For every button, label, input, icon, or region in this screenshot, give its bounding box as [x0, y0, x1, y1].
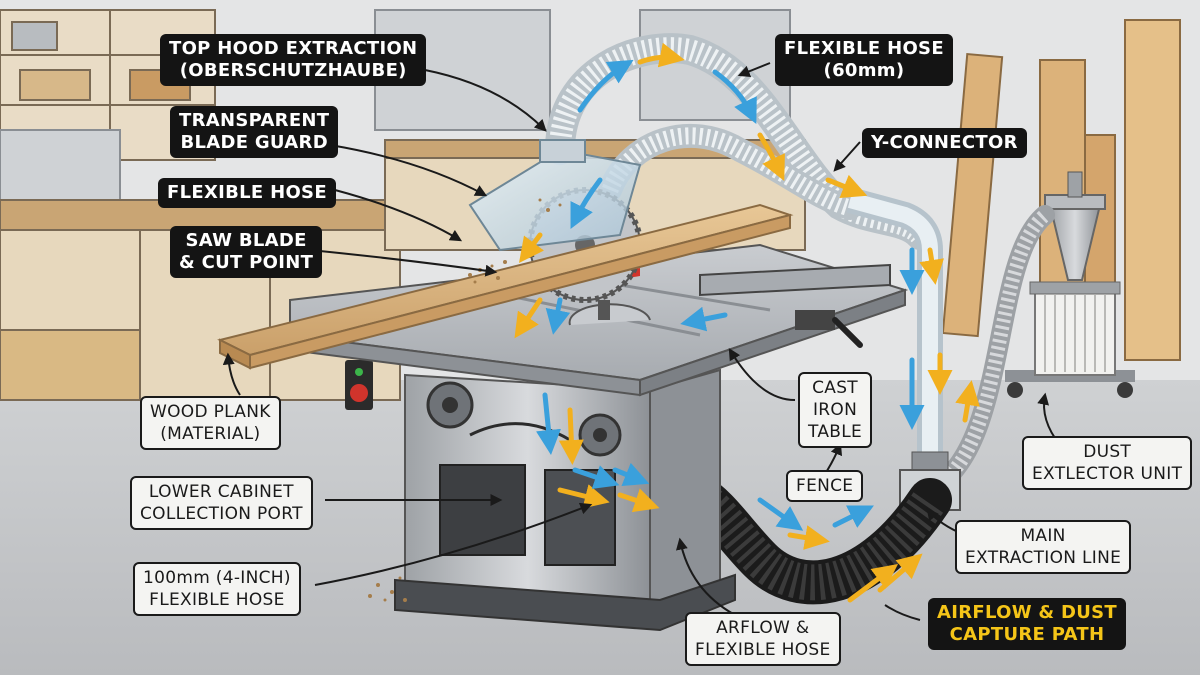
label-text: TRANSPARENT	[179, 110, 330, 131]
wood-plank	[217, 203, 794, 370]
label-text: SAW BLADE	[185, 230, 307, 251]
label-text: BLADE GUARD	[180, 132, 328, 153]
blade-guard	[468, 139, 642, 252]
label-saw-blade-cut-point: SAW BLADE & CUT POINT	[170, 226, 323, 278]
label-text: FLEXIBLE HOSE	[149, 590, 285, 610]
label-text: (60mm)	[823, 60, 905, 81]
label-text: CAPTURE PATH	[949, 624, 1105, 645]
label-text: FLEXIBLE HOSE	[784, 38, 944, 59]
label-text: 100mm (4-INCH)	[143, 568, 291, 588]
label-airflow-dust-capture-path: AIRFLOW & DUST CAPTURE PATH	[928, 598, 1126, 650]
label-text: MAIN	[1020, 526, 1066, 546]
label-cast-iron-table: CAST IRON TABLE	[798, 372, 873, 448]
label-top-hood-extraction: TOP HOOD EXTRACTION (OBERSCHUTZHAUBE)	[160, 34, 427, 86]
label-text: TABLE	[808, 422, 863, 442]
label-text: FLEXIBLE HOSE	[167, 182, 327, 203]
label-text: ARFLOW &	[716, 618, 810, 638]
label-text: CAST	[812, 378, 858, 398]
label-wood-plank: WOOD PLANK (MATERIAL)	[140, 396, 281, 450]
label-main-extraction-line: MAIN EXTRACTION LINE	[955, 520, 1132, 574]
label-text: & CUT POINT	[179, 252, 314, 273]
label-lower-cabinet-collection-port: LOWER CABINET COLLECTION PORT	[130, 476, 313, 530]
label-dust-extractor-unit: DUST EXTLECTOR UNIT	[1022, 436, 1193, 490]
label-y-connector: Y-CONNECTOR	[862, 128, 1027, 158]
label-text: IRON	[812, 400, 858, 420]
label-fence: FENCE	[786, 470, 864, 502]
label-flexible-hose-60mm: FLEXIBLE HOSE (60mm)	[775, 34, 953, 86]
label-text: (MATERIAL)	[160, 424, 261, 444]
label-text: COLLECTION PORT	[140, 504, 303, 524]
label-text: WOOD PLANK	[150, 402, 271, 422]
label-text: TOP HOOD EXTRACTION	[169, 38, 418, 59]
label-text: Y-CONNECTOR	[871, 132, 1018, 153]
label-text: AIRFLOW & DUST	[937, 602, 1117, 623]
dust-extractor-unit	[1005, 171, 1135, 398]
label-text: FLEXIBLE HOSE	[695, 640, 831, 660]
cast-iron-table	[289, 243, 909, 397]
airflow-arrows	[514, 42, 980, 603]
label-text: (OBERSCHUTZHAUBE)	[179, 60, 407, 81]
label-text: EXTRACTION LINE	[965, 548, 1122, 568]
label-text: LOWER CABINET	[148, 482, 294, 502]
label-text: EXTLECTOR UNIT	[1032, 464, 1183, 484]
label-transparent-blade-guard: TRANSPARENT BLADE GUARD	[170, 106, 339, 158]
label-flexible-hose: FLEXIBLE HOSE	[158, 178, 336, 208]
label-text: FENCE	[796, 476, 854, 496]
label-airflow-flexible-hose: ARFLOW & FLEXIBLE HOSE	[685, 612, 841, 666]
label-text: DUST	[1083, 442, 1132, 462]
label-100mm-flexible-hose: 100mm (4-INCH) FLEXIBLE HOSE	[133, 562, 301, 616]
